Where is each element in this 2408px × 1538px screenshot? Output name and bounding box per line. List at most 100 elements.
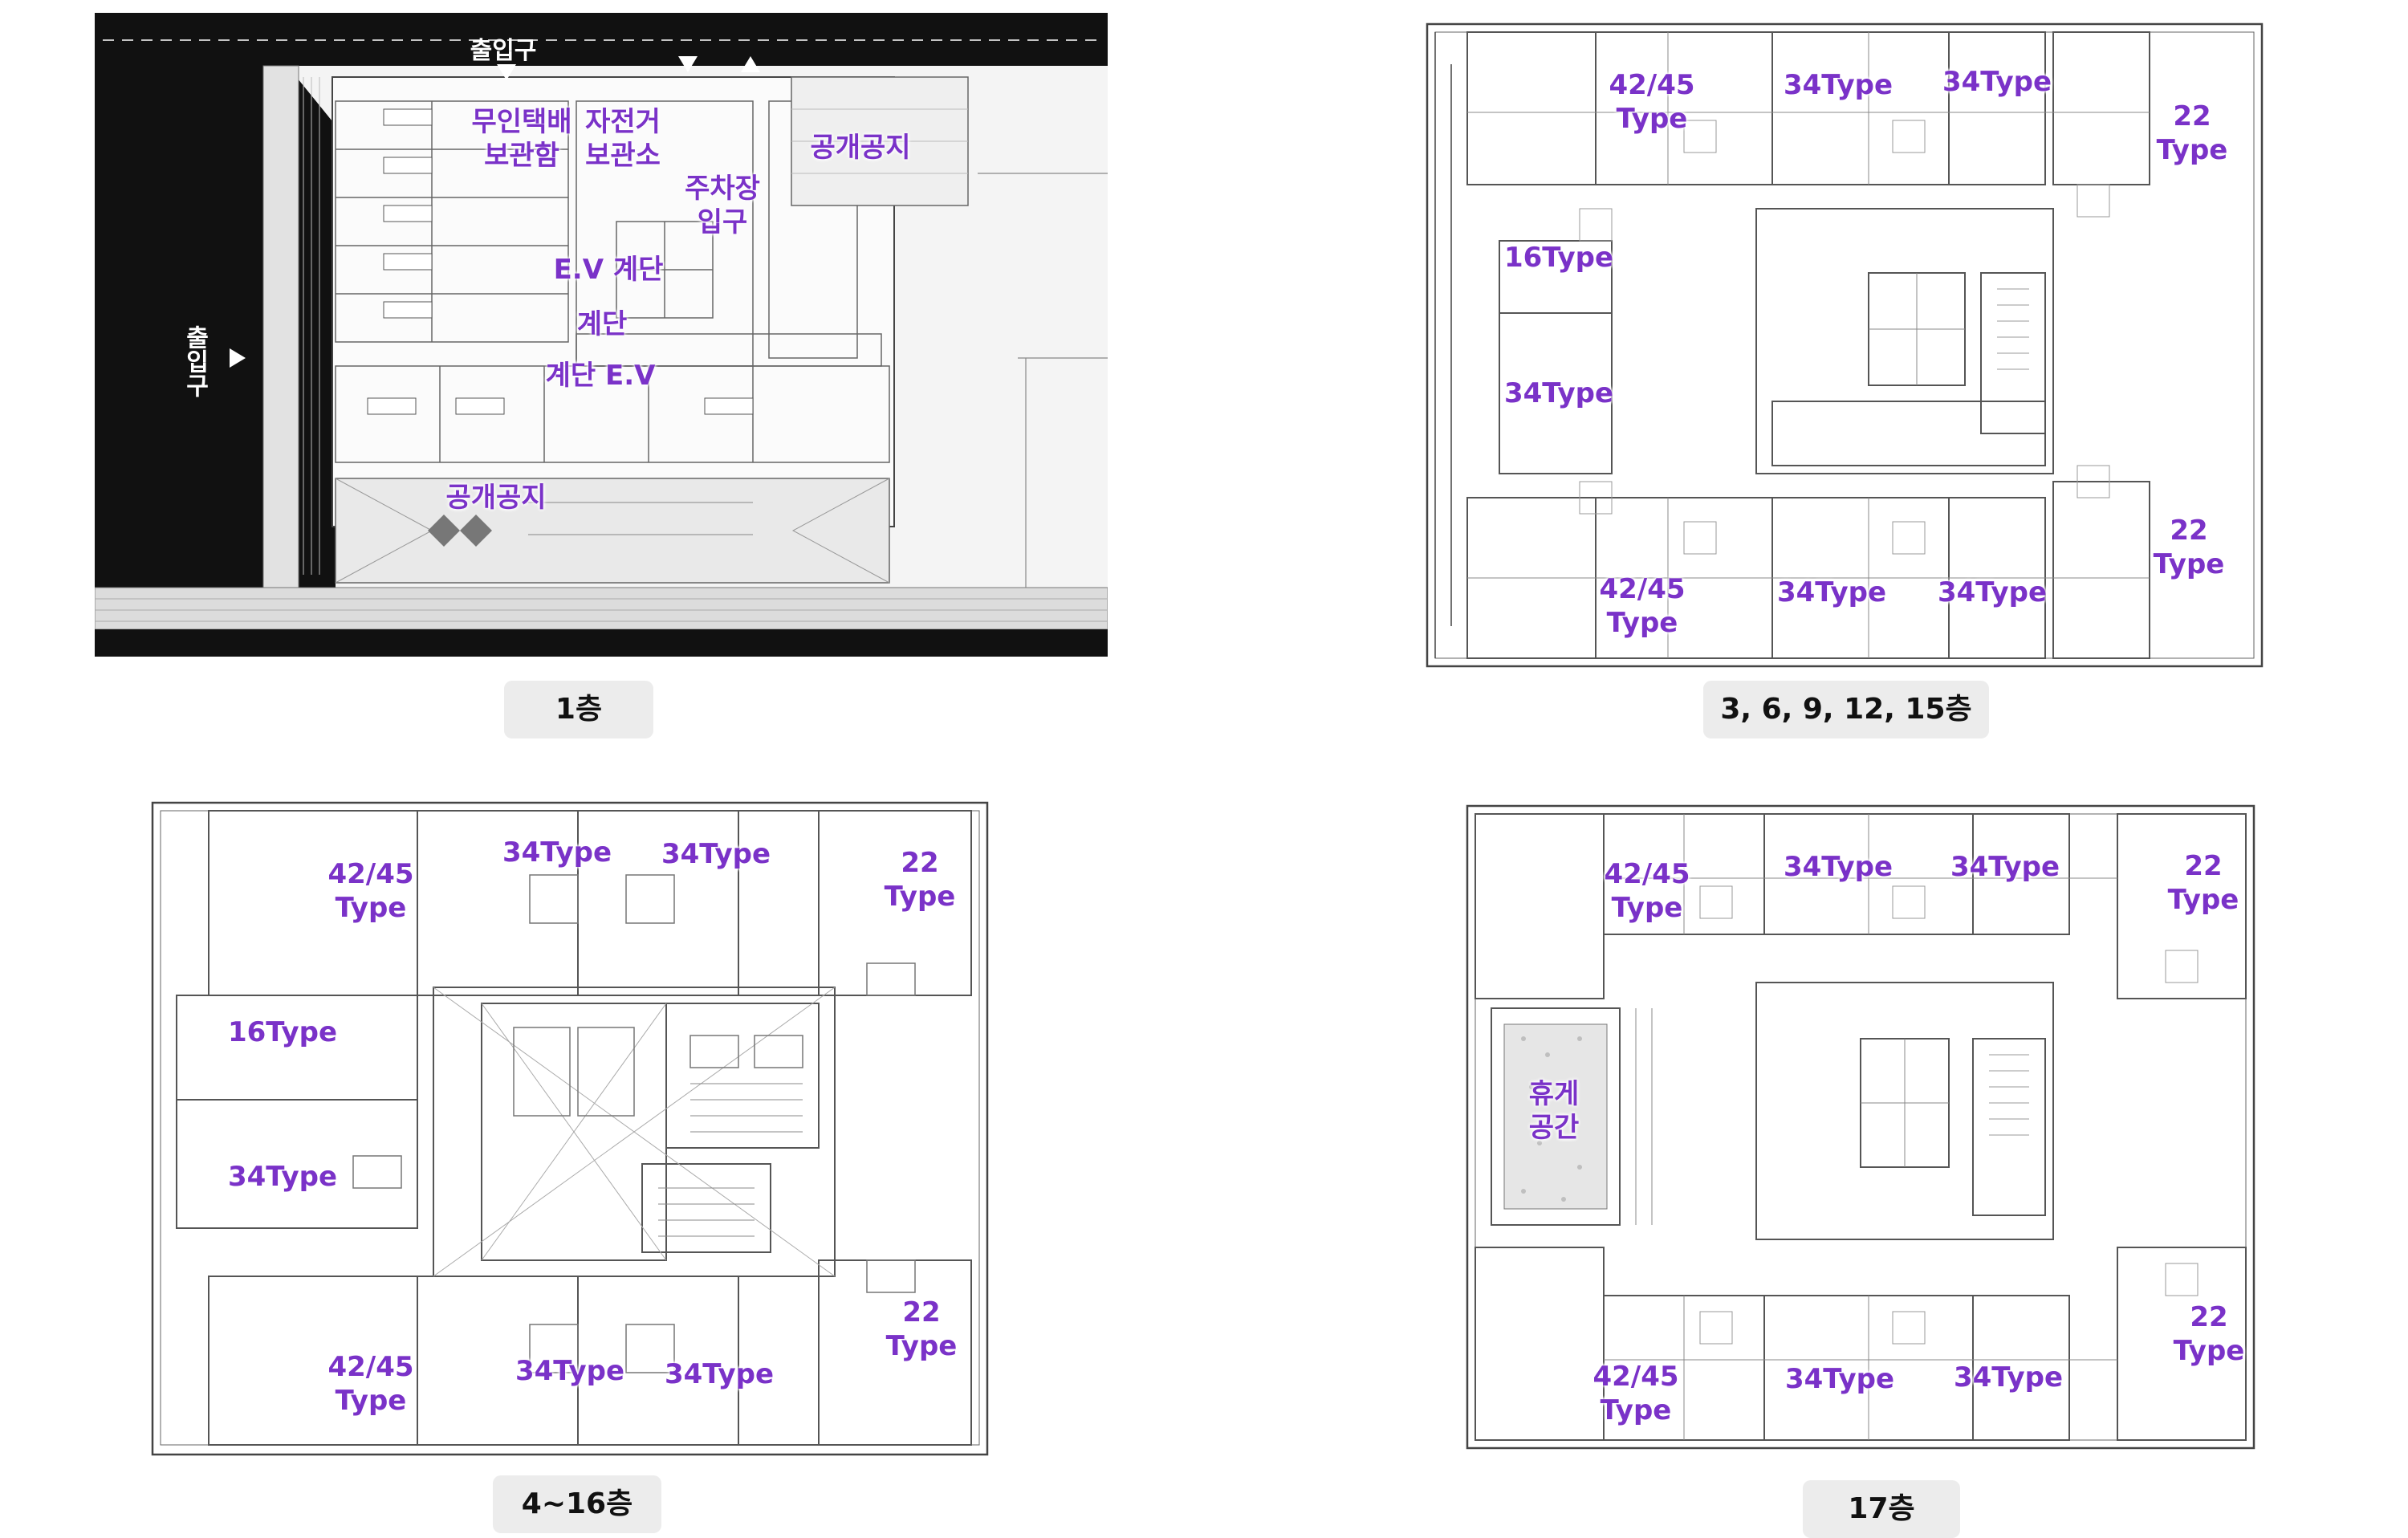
label-line: Type: [885, 1330, 958, 1362]
label-line: Type: [2156, 134, 2228, 166]
label-line: 34Type: [1783, 69, 1893, 101]
caption-floor-1: 1층: [504, 681, 653, 738]
floor-plan-drawing: [1459, 798, 2262, 1455]
entrance-left-arrow-icon: [230, 348, 246, 368]
entrance-arrow-icon: [497, 64, 516, 80]
label-line: Type: [1611, 892, 1683, 924]
label-line: 22: [2173, 100, 2211, 132]
label-line: 22: [902, 1296, 941, 1328]
parking-out-arrow-icon: [741, 56, 760, 72]
label-line: Type: [1606, 607, 1678, 639]
stairs-label: 계단: [576, 308, 628, 340]
open-space-bottom-label: 공개공지: [445, 482, 547, 514]
caption-floor-4-16: 4~16층: [493, 1475, 661, 1533]
label-line: 42/45: [1592, 1361, 1679, 1393]
unit-34-type-label: 34Type: [1777, 576, 1886, 609]
unit-34-type-label: 34Type: [1938, 576, 2047, 609]
label-line: 42/45: [1599, 573, 1686, 605]
label-line: 34Type: [1942, 66, 2052, 98]
unit-34-type-label: 34Type: [1942, 65, 2052, 99]
label-line: 34Type: [502, 836, 612, 869]
bike-storage-line2: 보관소: [585, 140, 661, 172]
parcel-lockers-line2: 보관함: [484, 140, 559, 172]
unit-34-type-label: 34Type: [502, 836, 612, 869]
label-line: Type: [2173, 1335, 2245, 1367]
unit-34-type-label: 34Type: [1504, 376, 1613, 410]
label-line: 34Type: [227, 1161, 338, 1193]
label-line: Type: [335, 892, 407, 924]
parcel-lockers-line1: 무인택배: [471, 106, 572, 138]
label-line: 34Type: [1503, 377, 1614, 409]
label-line: Type: [1616, 103, 1688, 135]
label-line: 휴게: [1528, 1078, 1580, 1110]
unit-16-type-label: 16Type: [1504, 241, 1613, 275]
label-line: 34Type: [661, 838, 771, 870]
unit-34-type-label: 34Type: [228, 1160, 337, 1194]
label-line: 42/45: [1604, 858, 1690, 890]
label-line: 34Type: [1783, 851, 1893, 883]
label-line: 42/45: [327, 1351, 414, 1383]
entrance-top-label: 출입구: [470, 37, 537, 65]
label-line: 22: [2190, 1301, 2228, 1333]
caption-floor-17: 17층: [1803, 1480, 1960, 1538]
label-line: 22: [901, 847, 939, 879]
open-space-top-label: 공개공지: [810, 132, 911, 164]
unit-34-type-label: 34Type: [661, 837, 771, 871]
unit-16-type-label: 16Type: [228, 1015, 337, 1049]
parking-entrance-label: 주차장 입구: [685, 172, 760, 239]
label-line: 22: [2170, 515, 2208, 547]
label-line: 42/45: [1609, 69, 1695, 101]
label-line: 34Type: [1953, 1361, 2064, 1394]
parking-in-arrow-icon: [678, 56, 698, 72]
label-line: 34Type: [515, 1355, 625, 1387]
label-line: 22: [2184, 850, 2223, 882]
unit-34-type-label: 34Type: [665, 1357, 774, 1391]
label-line: 16Type: [227, 1016, 338, 1048]
unit-34-type-label: 34Type: [515, 1354, 624, 1388]
label-line: 34Type: [1776, 576, 1887, 608]
label-line: 34Type: [664, 1358, 775, 1390]
caption-floor-3-15: 3, 6, 9, 12, 15층: [1703, 681, 1989, 738]
bike-storage-line1: 자전거: [585, 106, 661, 138]
unit-34-type-label: 34Type: [1950, 850, 2060, 884]
parking-entrance-line1: 주차장: [685, 173, 760, 205]
unit-34-type-label: 34Type: [1785, 1362, 1894, 1396]
panel-floor-1: 출입구 출입구 무인택배 보관함 자전거 보관소 주차장 입구 공개공지 E.V…: [95, 13, 1108, 657]
unit-34-type-label: 34Type: [1954, 1361, 2063, 1394]
ev-stairs-label: E.V 계단: [553, 254, 664, 286]
label-line: 16Type: [1503, 242, 1614, 274]
stairs-ev-label: 계단 E.V: [545, 360, 656, 392]
bike-storage-label: 자전거 보관소: [585, 105, 661, 173]
floor-plan-drawing: [144, 795, 995, 1463]
unit-34-type-label: 34Type: [1784, 68, 1893, 102]
unit-34-type-label: 34Type: [1784, 850, 1893, 884]
label-line: 34Type: [1784, 1363, 1895, 1395]
parcel-lockers-label: 무인택배 보관함: [471, 105, 571, 173]
label-line: Type: [2167, 884, 2239, 916]
label-line: 42/45: [327, 858, 414, 890]
label-line: Type: [335, 1385, 407, 1417]
site-plan-drawing: [95, 13, 1108, 657]
floor-plan-drawing: [1419, 16, 2270, 673]
entrance-left-label: 출입구: [181, 325, 209, 397]
parking-entrance-line2: 입구: [697, 206, 748, 238]
label-line: 34Type: [1950, 851, 2060, 883]
label-line: 공간: [1528, 1112, 1580, 1144]
label-line: Type: [1600, 1394, 1672, 1426]
label-line: Type: [2153, 548, 2225, 580]
